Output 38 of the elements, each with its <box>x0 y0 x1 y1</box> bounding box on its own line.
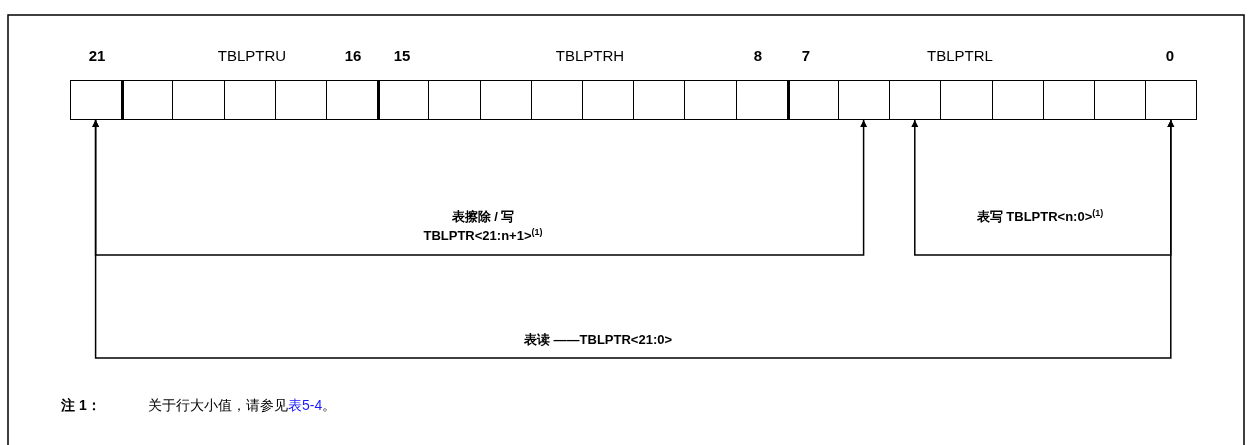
register-cell <box>684 80 737 120</box>
edge-label: 表读 ——TBLPTR<21:0> <box>523 331 673 349</box>
register-cell <box>172 80 225 120</box>
register-cell <box>633 80 686 120</box>
register-cell <box>428 80 481 120</box>
register-cell <box>889 80 942 120</box>
register-cell <box>121 80 174 120</box>
register-cell <box>1145 80 1198 120</box>
bracket-arrow <box>92 119 1175 359</box>
bit-number: 16 <box>344 47 362 64</box>
register-cell <box>735 80 788 120</box>
register-cell <box>838 80 891 120</box>
register-cell <box>1042 80 1095 120</box>
bit-number: 0 <box>1165 47 1175 64</box>
note-text: 关于行大小值，请参见表5-4。 <box>148 397 337 415</box>
register-cell <box>940 80 993 120</box>
register-cell <box>70 80 123 120</box>
edge-label: 表写 TBLPTR<n:0>$^{(1)}$ <box>975 207 1105 226</box>
register-cell <box>326 80 379 120</box>
register-name: TBLPTRH <box>555 47 625 64</box>
register-name: TBLPTRU <box>217 47 287 64</box>
bit-number: 15 <box>393 47 411 64</box>
register-name: TBLPTRL <box>927 47 993 64</box>
register-cell <box>991 80 1044 120</box>
note-marker: 注 1： <box>61 397 101 415</box>
register-cell <box>582 80 635 120</box>
register-cell <box>274 80 327 120</box>
edge-label: 表擦除 / 写 TBLPTR<21:n+1>$^{(1)}$ <box>422 208 544 245</box>
bit-number: 8 <box>753 47 763 64</box>
register-cell <box>530 80 583 120</box>
bit-number: 7 <box>801 47 811 64</box>
register-cell <box>1094 80 1147 120</box>
table-link: 表5-4 <box>288 397 323 413</box>
register-cell <box>786 80 839 120</box>
bit-number: 21 <box>88 47 106 64</box>
register-cell <box>479 80 532 120</box>
register-cell <box>223 80 276 120</box>
register-cell <box>377 80 430 120</box>
